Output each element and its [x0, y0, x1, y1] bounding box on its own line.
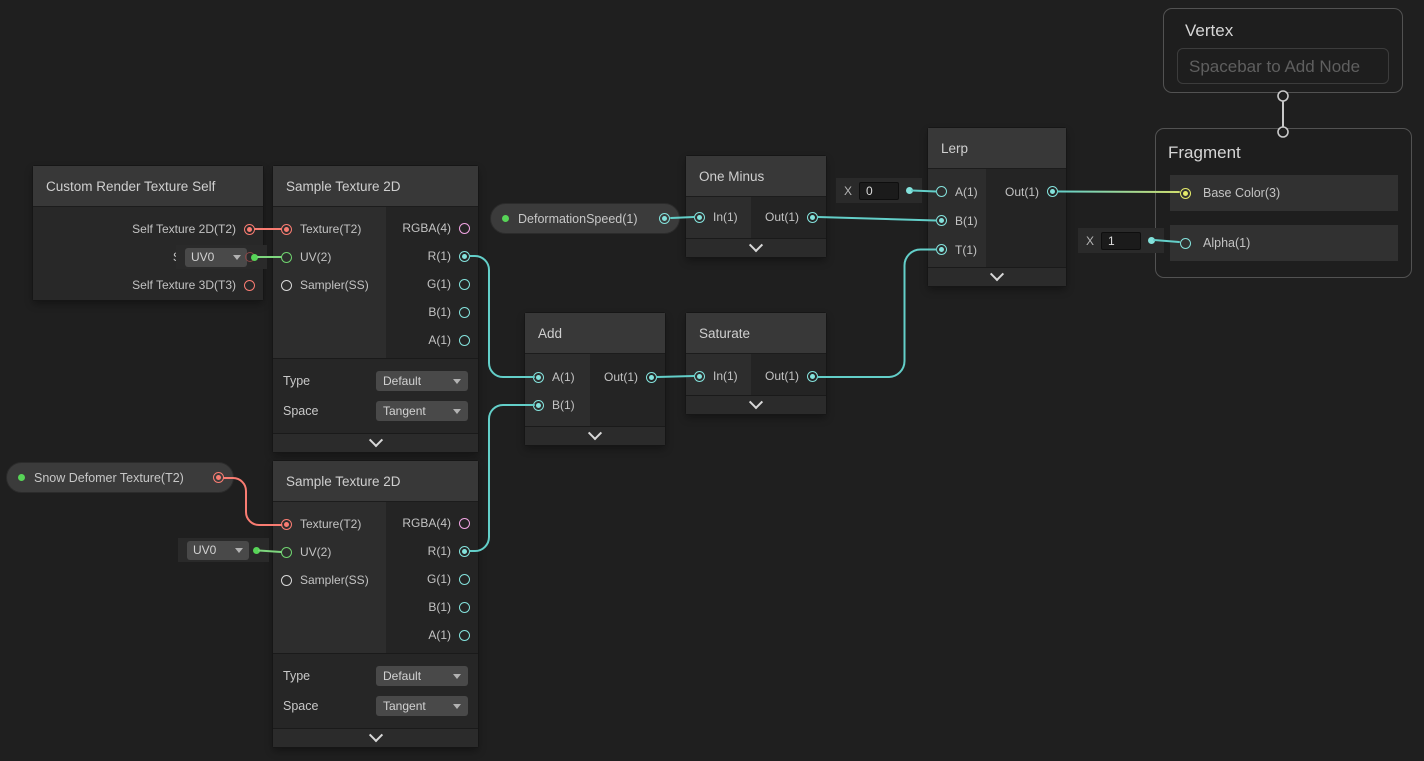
caret-down-icon — [235, 547, 243, 553]
port-b-in[interactable] — [936, 215, 947, 226]
chevron-down-icon — [368, 728, 383, 743]
port-self-texture-2d[interactable] — [244, 223, 255, 235]
node-title[interactable]: Sample Texture 2D — [273, 461, 478, 502]
node-title[interactable]: Add — [525, 313, 665, 354]
widget-alpha-value: X 1 — [1078, 228, 1164, 253]
context-fragment[interactable]: Fragment Base Color(3) Alpha(1) — [1155, 128, 1412, 278]
port-uv-in[interactable] — [281, 251, 292, 263]
port-b-in[interactable] — [533, 399, 544, 411]
vertex-title: Vertex — [1185, 21, 1234, 40]
collapse-chevron-button[interactable] — [686, 238, 826, 257]
port-in[interactable] — [694, 370, 705, 382]
port-self-texture-3d[interactable] — [244, 279, 255, 291]
port-base-color-in[interactable] — [1180, 187, 1191, 199]
caret-down-icon — [453, 408, 461, 414]
port-property-out[interactable] — [213, 472, 224, 483]
port-sampler-in[interactable] — [281, 279, 292, 291]
node-title[interactable]: Saturate — [686, 313, 826, 354]
chevron-down-icon — [748, 395, 764, 410]
vertex-add-node-placeholder[interactable]: Spacebar to Add Node — [1177, 48, 1389, 84]
wire-oneminus-to-lerp-b[interactable] — [817, 216, 937, 222]
property-dot-icon — [18, 474, 25, 481]
node-title[interactable]: Sample Texture 2D — [273, 166, 478, 207]
value-connector-dot — [1148, 237, 1156, 244]
node-title[interactable]: Custom Render Texture Self — [33, 166, 263, 207]
node-one-minus[interactable]: One Minus In(1) Out(1) — [686, 156, 826, 257]
value-connector-dot — [906, 187, 914, 194]
port-property-out[interactable] — [659, 213, 670, 224]
port-out[interactable] — [1047, 186, 1058, 197]
property-pill-deformation-speed[interactable]: DeformationSpeed(1) — [490, 203, 680, 234]
port-alpha-in[interactable] — [1180, 237, 1191, 249]
caret-down-icon — [233, 254, 241, 260]
port-b-out[interactable] — [459, 601, 470, 613]
fragment-port-base-color[interactable]: Base Color(3) — [1170, 175, 1398, 211]
chevron-down-icon — [989, 267, 1005, 282]
port-a-out[interactable] — [459, 334, 470, 346]
uv-channel-dropdown[interactable]: UV0 — [185, 247, 247, 267]
space-dropdown[interactable]: Tangent — [376, 696, 468, 716]
port-a-in[interactable] — [936, 186, 947, 197]
node-saturate[interactable]: Saturate In(1) Out(1) — [686, 313, 826, 414]
port-out[interactable] — [807, 370, 818, 382]
port-t-in[interactable] — [936, 244, 947, 255]
context-vertex[interactable]: Vertex Spacebar to Add Node — [1163, 8, 1403, 93]
crts-output-row: Self Texture 2D(T2) — [33, 215, 263, 243]
port-rgba-out[interactable] — [459, 517, 470, 529]
collapse-chevron-button[interactable] — [686, 395, 826, 414]
port-texture-in[interactable] — [281, 518, 292, 530]
widget-uv-channel-bottom: UV0 — [178, 538, 269, 562]
caret-down-icon — [453, 378, 461, 384]
space-dropdown[interactable]: Tangent — [376, 401, 468, 421]
port-sampler-in[interactable] — [281, 574, 292, 586]
property-pill-snow-deformer-texture[interactable]: Snow Defomer Texture(T2) — [6, 462, 234, 493]
port-in[interactable] — [694, 211, 705, 223]
node-sample-texture-2d-bottom[interactable]: Sample Texture 2D Texture(T2) UV(2) Samp… — [273, 461, 478, 747]
port-g-out[interactable] — [459, 278, 470, 290]
node-sample-texture-2d-top[interactable]: Sample Texture 2D Texture(T2) UV(2) Samp… — [273, 166, 478, 452]
port-r-out[interactable] — [459, 545, 470, 557]
uv-connector-dot — [251, 253, 258, 261]
widget-lerp-a-value: X 0 — [836, 178, 922, 203]
collapse-chevron-button[interactable] — [525, 426, 665, 445]
fragment-title: Fragment — [1168, 143, 1241, 162]
port-a-out[interactable] — [459, 629, 470, 641]
node-lerp[interactable]: Lerp A(1) B(1) T(1) Out(1) — [928, 128, 1066, 286]
chevron-down-icon — [748, 238, 764, 253]
port-b-out[interactable] — [459, 306, 470, 318]
x-value-input[interactable]: 0 — [859, 181, 900, 200]
collapse-chevron-button[interactable] — [273, 728, 478, 747]
port-texture-in[interactable] — [281, 223, 292, 235]
uv-channel-dropdown[interactable]: UV0 — [187, 540, 249, 560]
port-r-out[interactable] — [459, 250, 470, 262]
widget-uv-channel-top: UV0 — [176, 245, 267, 269]
type-dropdown[interactable]: Default — [376, 666, 468, 686]
port-uv-in[interactable] — [281, 546, 292, 558]
fragment-port-alpha[interactable]: Alpha(1) — [1170, 225, 1398, 261]
crts-output-row: Self Texture 3D(T3) — [33, 271, 263, 299]
node-title[interactable]: Lerp — [928, 128, 1066, 169]
port-out[interactable] — [807, 211, 818, 223]
property-dot-icon — [502, 215, 509, 222]
collapse-chevron-button[interactable] — [273, 433, 478, 452]
caret-down-icon — [453, 673, 461, 679]
uv-connector-dot — [253, 546, 260, 554]
collapse-chevron-button[interactable] — [928, 267, 1066, 286]
chevron-down-icon — [368, 433, 383, 448]
port-g-out[interactable] — [459, 573, 470, 585]
chevron-down-icon — [587, 426, 603, 441]
port-rgba-out[interactable] — [459, 222, 470, 234]
port-out[interactable] — [646, 371, 657, 383]
node-title[interactable]: One Minus — [686, 156, 826, 197]
caret-down-icon — [453, 703, 461, 709]
node-custom-render-texture-self[interactable]: Custom Render Texture Self Self Texture … — [33, 166, 263, 300]
node-add[interactable]: Add A(1) B(1) Out(1) — [525, 313, 665, 445]
port-a-in[interactable] — [533, 371, 544, 383]
wire-saturate-to-lerp-t[interactable] — [817, 248, 937, 378]
type-dropdown[interactable]: Default — [376, 371, 468, 391]
x-value-input[interactable]: 1 — [1101, 231, 1142, 250]
